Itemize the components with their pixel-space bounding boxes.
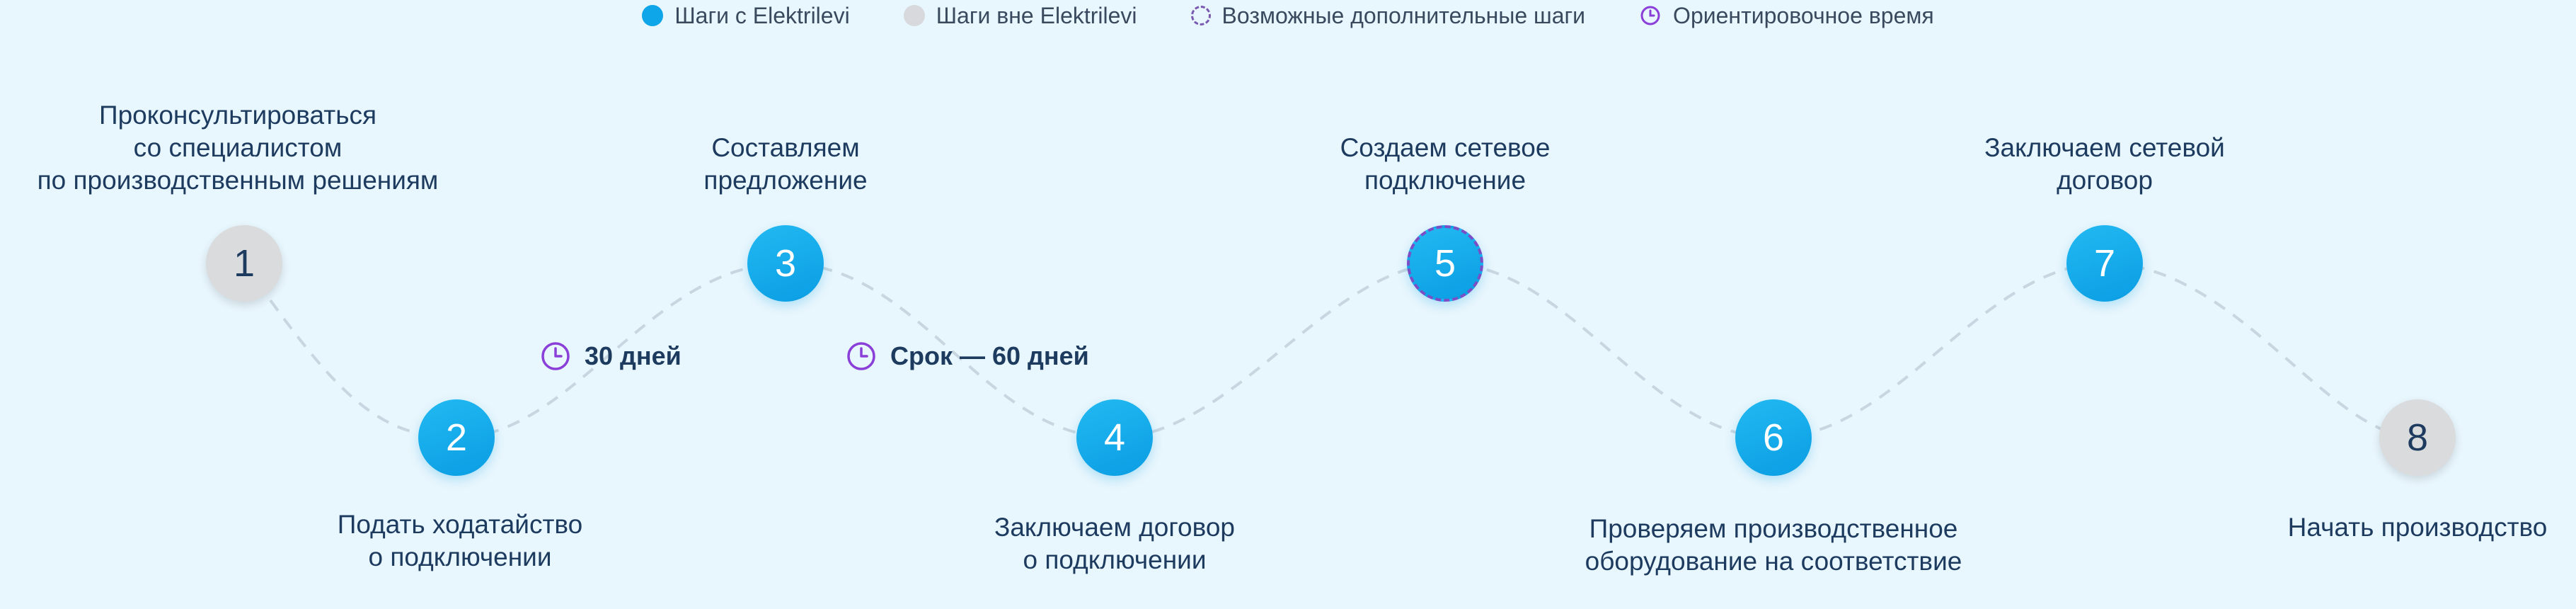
step-7-circle: 7 bbox=[2066, 225, 2143, 302]
legend-item-optional-steps: Возможные дополнительные шаги bbox=[1190, 2, 1586, 29]
legend-item-elektrilevi-steps: Шаги с Elektrilevi bbox=[642, 2, 850, 29]
clock-icon bbox=[541, 342, 570, 370]
step-number: 2 bbox=[445, 416, 468, 459]
clock-icon bbox=[1640, 6, 1660, 25]
step-number: 4 bbox=[1103, 416, 1126, 459]
step-6-circle: 6 bbox=[1735, 399, 1812, 476]
legend-label: Ориентировочное время bbox=[1673, 2, 1934, 28]
step-number: 3 bbox=[774, 242, 797, 285]
step-number: 7 bbox=[2093, 242, 2116, 285]
step-3-circle: 3 bbox=[747, 225, 824, 302]
step-number: 5 bbox=[1434, 242, 1456, 285]
step-4-circle: 4 bbox=[1076, 399, 1153, 476]
time-annotation-60-days: Срок — 60 дней bbox=[845, 340, 1089, 372]
step-8-label: Начать производство bbox=[2287, 513, 2548, 542]
clock-icon bbox=[847, 342, 875, 370]
step-number: 8 bbox=[2406, 416, 2429, 459]
step-1-circle: 1 bbox=[206, 225, 282, 302]
dashed-circle-icon bbox=[1190, 6, 1211, 25]
step-number: 1 bbox=[233, 242, 255, 285]
legend-label: Возможные дополнительные шаги bbox=[1221, 2, 1586, 28]
grey-dot-icon bbox=[903, 5, 925, 26]
legend: Шаги с Elektrilevi Шаги вне Elektrilevi … bbox=[0, 0, 2576, 31]
legend-item-estimated-time: Ориентировочное время bbox=[1639, 3, 1934, 29]
step-2-circle: 2 bbox=[418, 399, 495, 476]
step-5-circle: 5 bbox=[1407, 225, 1483, 302]
time-label: 30 дней bbox=[585, 341, 682, 370]
step-number: 6 bbox=[1762, 416, 1785, 459]
time-annotation-30-days: 30 дней bbox=[539, 340, 682, 372]
legend-item-external-steps: Шаги вне Elektrilevi bbox=[903, 2, 1137, 29]
blue-dot-icon bbox=[642, 5, 664, 26]
connector-line bbox=[243, 261, 2418, 440]
step-8-circle: 8 bbox=[2379, 399, 2456, 476]
legend-label: Шаги вне Elektrilevi bbox=[936, 2, 1137, 28]
time-label: Срок — 60 дней bbox=[890, 341, 1089, 370]
legend-label: Шаги с Elektrilevi bbox=[674, 2, 850, 28]
